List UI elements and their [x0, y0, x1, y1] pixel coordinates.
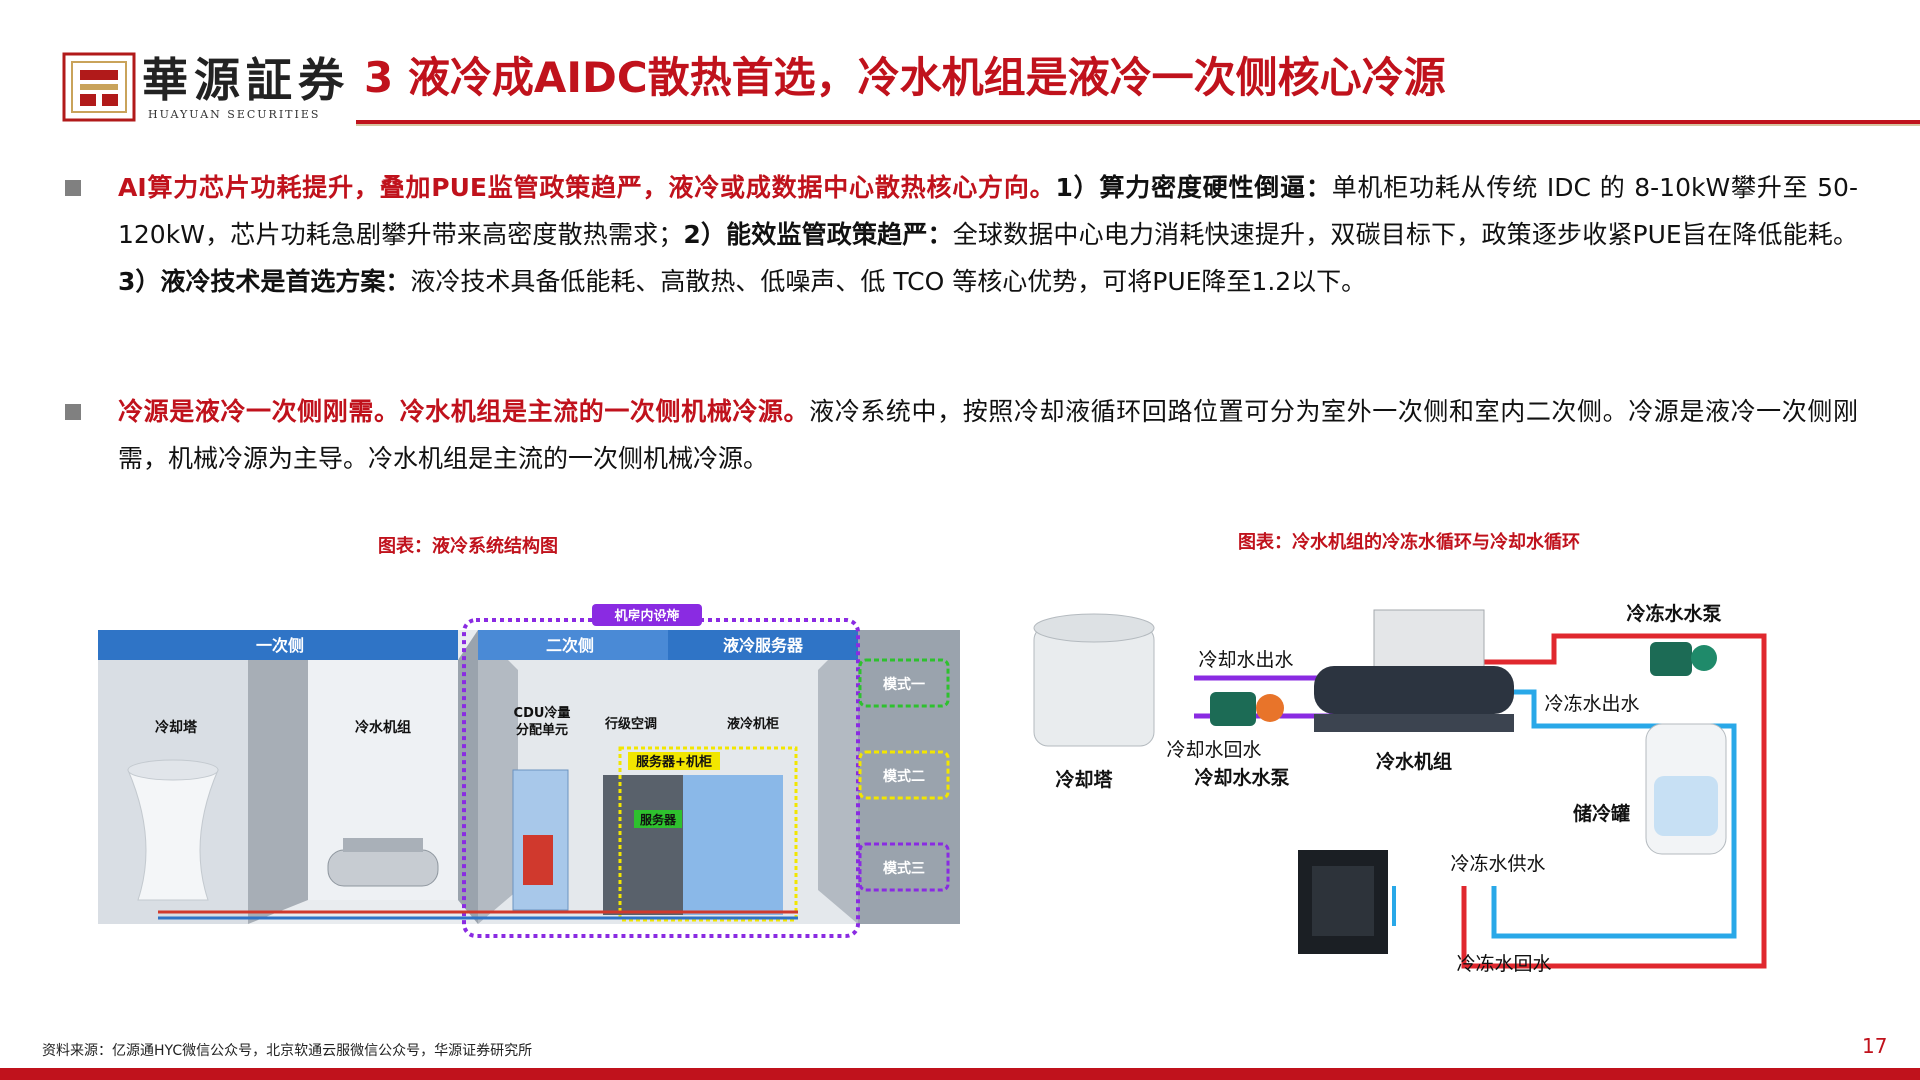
point-1-text: 单机柜功耗从传统 IDC 的 8-10kW攀升至 50-120kW，芯片功耗急剧…	[118, 173, 1858, 249]
label-cooling-out: 冷却水出水	[1198, 649, 1293, 671]
header-server: 液冷服务器	[723, 636, 804, 655]
label-liquid-cabinet: 液冷机柜	[727, 716, 779, 732]
page-title: 3 液冷成AIDC散热首选，冷水机组是液冷一次侧核心冷源	[364, 53, 1446, 102]
header-primary: 一次侧	[256, 636, 304, 655]
point-2-num: 2）	[683, 220, 727, 249]
source-note: 资料来源：亿源通HYC微信公众号，北京软通云服微信公众号，华源证券研究所	[42, 1043, 533, 1059]
room-boundary	[462, 618, 860, 938]
chiller-water-loop-diagram: 冷却塔 冷却水出水 冷却水回水 冷却水水泵 冷水机组 冷冻水水泵 冷冻水出水 储…	[974, 596, 1828, 984]
label-cdu-2: 分配单元	[516, 722, 568, 738]
label-mode-3: 模式三	[883, 860, 925, 877]
logo-text: 華源証券	[142, 53, 350, 107]
liquid-cooling-structure-diagram: 一次侧 二次侧 液冷服务器 机房内设施 冷却塔 冷水机组 CDU冷量 分配单元 …	[98, 604, 960, 938]
label-mode-1: 模式一	[883, 676, 925, 693]
label-chiller: 冷水机组	[1376, 750, 1452, 773]
title-rule-accent	[356, 124, 1920, 126]
bullet-2-lead: 冷源是液冷一次侧刚需。冷水机组是主流的一次侧机械冷源。	[118, 397, 810, 426]
label-cdu-1: CDU冷量	[514, 705, 571, 721]
logo-subtitle: HUAYUAN SECURITIES	[148, 108, 321, 121]
bullet-paragraph-2: 冷源是液冷一次侧刚需。冷水机组是主流的一次侧机械冷源。液冷系统中，按照冷却液循环…	[118, 388, 1858, 482]
bullet-1-lead: AI算力芯片功耗提升，叠加PUE监管政策趋严，液冷或成数据中心散热核心方向。	[118, 173, 1056, 202]
bullet-marker	[65, 404, 81, 420]
label-chilled-return: 冷冻水回水	[1456, 953, 1551, 975]
bullet-paragraph-1: AI算力芯片功耗提升，叠加PUE监管政策趋严，液冷或成数据中心散热核心方向。1）…	[118, 164, 1858, 305]
point-2-text: 全球数据中心电力消耗快速提升，双碳目标下，政策逐步收紧PUE旨在降低能耗。	[952, 220, 1858, 249]
point-2-head: 能效监管政策趋严：	[726, 220, 953, 249]
label-server: 服务器	[640, 812, 677, 827]
label-cooling-tower: 冷却塔	[155, 719, 198, 736]
figure-2-caption: 图表：冷水机组的冷冻水循环与冷却水循环	[1238, 532, 1580, 553]
page-number: 17	[1862, 1034, 1888, 1058]
bullet-2-text: 液冷系统中，按照冷却液循环回路位置可分为室外一次侧和室内二次侧。冷源是液冷一次侧…	[118, 397, 1858, 473]
point-3-text: 液冷技术具备低能耗、高散热、低噪声、低 TCO 等核心优势，可将PUE降至1.2…	[410, 267, 1367, 296]
footer-bar	[0, 1068, 1920, 1080]
title-rule	[356, 120, 1920, 124]
label-cooling-return: 冷却水回水	[1166, 739, 1261, 761]
point-1-num: 1）	[1055, 173, 1100, 202]
point-3-head: 液冷技术是首选方案：	[160, 267, 411, 296]
point-3-num: 3）	[118, 267, 161, 296]
label-mode-2: 模式二	[883, 768, 925, 785]
label-server-rack: 服务器+机柜	[636, 754, 712, 770]
figure-1-caption: 图表：液冷系统结构图	[378, 536, 558, 557]
label-chilled-pump: 冷冻水水泵	[1626, 602, 1721, 625]
bullet-marker	[65, 180, 81, 196]
label-chilled-supply: 冷冻水供水	[1450, 853, 1545, 875]
label-storage-tank: 储冷罐	[1573, 802, 1630, 825]
logo-icon	[62, 52, 136, 122]
label-chiller: 冷水机组	[355, 719, 411, 736]
label-chilled-out: 冷冻水出水	[1544, 693, 1639, 715]
label-cooling-tower: 冷却塔	[1055, 768, 1113, 791]
point-1-head: 算力密度硬性倒逼：	[1099, 173, 1332, 202]
header-secondary: 二次侧	[546, 636, 594, 655]
label-cooling-pump: 冷却水水泵	[1194, 766, 1289, 789]
label-row-ac: 行级空调	[604, 716, 657, 732]
